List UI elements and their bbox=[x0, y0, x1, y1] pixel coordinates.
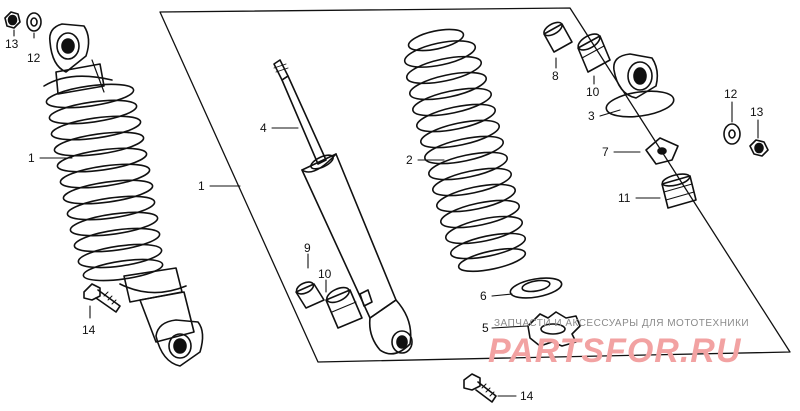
leader-lines bbox=[13, 29, 759, 397]
rubber-bushing-upper bbox=[577, 33, 611, 73]
damper-spring bbox=[403, 28, 527, 273]
rubber-bushing-lower bbox=[325, 286, 363, 329]
cap-nut-left bbox=[4, 11, 21, 29]
watermark-logo: PARTSFOR.RU bbox=[488, 332, 742, 370]
shock-absorber-assembly bbox=[43, 23, 204, 367]
watermark: ЗАПЧАСТИ И АКСЕССУАРЫ ДЛЯ МОТОТЕХНИКИ PA… bbox=[488, 318, 749, 370]
callout-13-left: 13 bbox=[5, 37, 19, 51]
callout-13-right: 13 bbox=[750, 105, 764, 119]
callout-labels: 13 12 1 1 4 2 8 10 3 7 11 12 13 9 10 14 … bbox=[5, 37, 764, 403]
callout-14-bottom: 14 bbox=[520, 389, 534, 403]
stopper-rubber bbox=[661, 173, 697, 209]
spring-seat-washer bbox=[509, 277, 563, 299]
callout-14-left: 14 bbox=[82, 323, 96, 337]
mounting-bolt-left bbox=[83, 283, 121, 313]
callout-8: 8 bbox=[552, 69, 559, 83]
callout-10-right: 10 bbox=[586, 85, 600, 99]
spring-stopper-plate bbox=[645, 137, 679, 165]
lower-spring-seat bbox=[527, 311, 581, 347]
callout-9: 9 bbox=[304, 241, 311, 255]
washer-left bbox=[26, 12, 42, 32]
callout-11: 11 bbox=[618, 191, 631, 205]
callout-4: 4 bbox=[260, 121, 267, 135]
callout-1-left: 1 bbox=[28, 151, 35, 165]
lower-collar bbox=[295, 281, 325, 309]
callout-6: 6 bbox=[480, 289, 487, 303]
callout-3: 3 bbox=[588, 109, 595, 123]
callout-2: 2 bbox=[406, 153, 413, 167]
exploded-view-frame bbox=[159, 7, 791, 363]
damper-unit bbox=[273, 59, 413, 355]
callout-12-left: 12 bbox=[27, 51, 41, 65]
mounting-bolt-bottom bbox=[463, 373, 497, 403]
callout-10-left: 10 bbox=[318, 267, 332, 281]
watermark-tagline: ЗАПЧАСТИ И АКСЕССУАРЫ ДЛЯ МОТОТЕХНИКИ bbox=[494, 318, 749, 329]
callout-5: 5 bbox=[482, 321, 489, 335]
upper-mount-cap bbox=[605, 53, 675, 118]
upper-collar bbox=[543, 21, 573, 53]
callout-1-mid: 1 bbox=[198, 179, 205, 193]
washer-right bbox=[723, 123, 741, 145]
callout-12-right: 12 bbox=[724, 87, 738, 101]
assembled-spring-coils bbox=[45, 83, 164, 282]
cap-nut-right bbox=[749, 139, 769, 157]
callout-7: 7 bbox=[602, 145, 609, 159]
